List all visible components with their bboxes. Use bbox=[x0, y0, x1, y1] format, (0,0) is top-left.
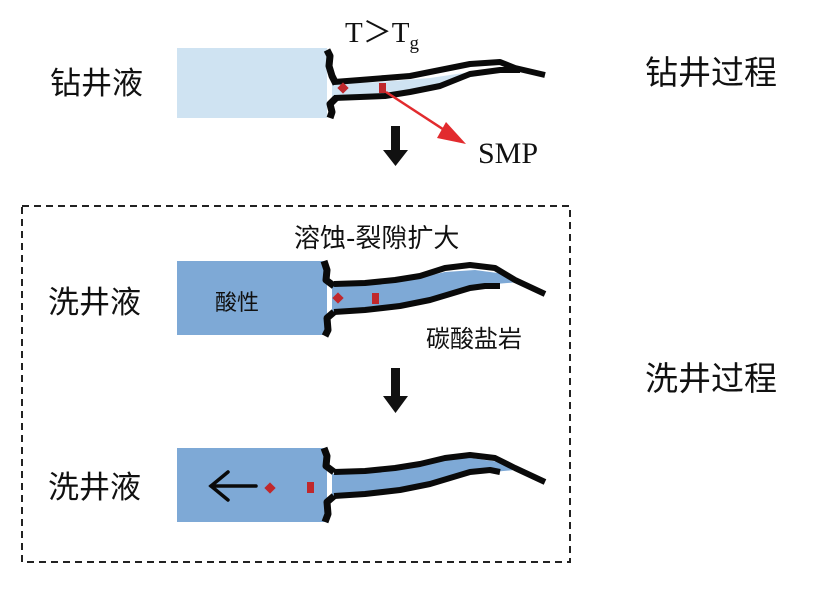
down-arrow-icon bbox=[383, 368, 408, 413]
fracture-wall-upper-2 bbox=[333, 262, 547, 297]
fracture-wall-upper-3 bbox=[333, 452, 547, 485]
drilling-process-label: 钻井过程 bbox=[645, 53, 777, 92]
fracture-wall-lower-3 bbox=[333, 467, 501, 499]
down-arrow-icon bbox=[383, 126, 408, 166]
drilling-fluid-label: 钻井液 bbox=[50, 66, 143, 102]
wellbore-wall-2 bbox=[320, 259, 337, 289]
acidic-label: 酸性 bbox=[215, 291, 259, 316]
washing-fluid-block-1 bbox=[177, 261, 327, 335]
smp-particle-square-1 bbox=[379, 83, 386, 93]
smp-particle-square-2 bbox=[372, 293, 379, 304]
fracture-wall-upper-1 bbox=[333, 59, 546, 85]
wellbore-wall-1 bbox=[323, 48, 340, 86]
washing-fluid-label-1: 洗井液 bbox=[48, 285, 141, 321]
wellbore-wall-3b bbox=[321, 493, 337, 524]
drilling-fluid-block bbox=[177, 48, 327, 118]
dissolution-label: 溶蚀-裂隙扩大 bbox=[294, 224, 459, 254]
fracture-wall-lower-1 bbox=[333, 67, 520, 101]
smp-particle-diamond-3 bbox=[264, 482, 276, 494]
carbonate-rock-label: 碳酸盐岩 bbox=[426, 325, 522, 353]
wellbore-wall-3 bbox=[320, 446, 337, 475]
fracture-wall-lower-2 bbox=[333, 283, 500, 315]
left-arrow-icon bbox=[208, 470, 258, 502]
washing-process-label: 洗井过程 bbox=[645, 359, 777, 398]
washing-fluid-label-2: 洗井液 bbox=[48, 470, 141, 506]
smp-particle-diamond-2 bbox=[332, 292, 344, 304]
temperature-label: T＞Tg bbox=[345, 17, 419, 54]
washing-process-box bbox=[21, 205, 571, 563]
wellbore-wall-1b bbox=[326, 95, 339, 120]
smp-particle-square-3 bbox=[307, 482, 314, 493]
wellbore-wall-2b bbox=[321, 309, 337, 338]
fracture-interior-3 bbox=[332, 458, 515, 496]
smp-label: SMP bbox=[478, 137, 538, 170]
red-arrowhead bbox=[437, 122, 466, 144]
